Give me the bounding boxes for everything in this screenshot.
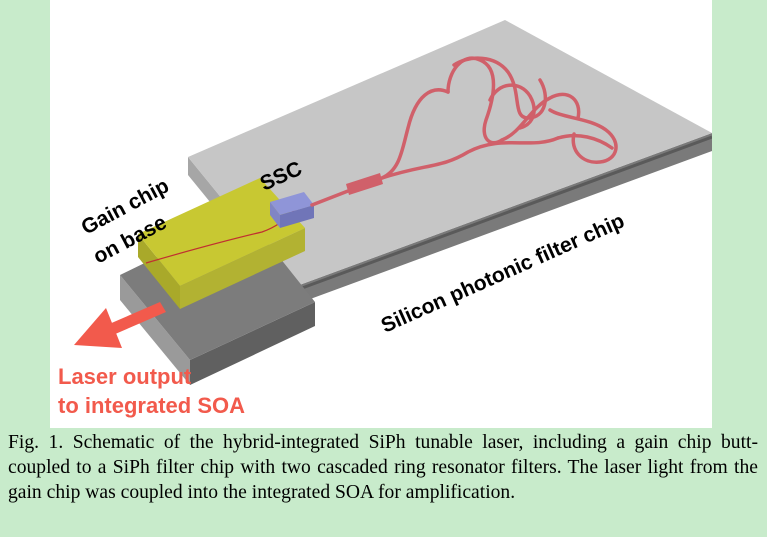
ssc-block: [270, 192, 314, 228]
laser-schematic: Gain chip on base SSC Silicon photonic f…: [58, 20, 712, 418]
ring-filter-1-loop-b: [452, 56, 548, 120]
ring-filter-2-loop-a: [488, 83, 536, 130]
arrow-head: [74, 308, 122, 348]
base-left-face: [120, 275, 190, 385]
output-arrow: [74, 302, 166, 348]
label-output-line1: Laser output: [58, 364, 192, 389]
filter-chip-top: [188, 20, 712, 287]
waveguide-upper-branch: [380, 88, 450, 180]
arrow-shaft: [100, 302, 166, 338]
ring-filter-1-loop-a: [446, 56, 504, 145]
waveguide-output: [556, 133, 614, 150]
ring-filter-1-drop: [500, 92, 581, 142]
gain-chip-top: [138, 178, 305, 286]
gain-chip-front-face: [180, 228, 305, 309]
waveguide-lower-branch: [380, 136, 560, 180]
figure-caption: Fig. 1. Schematic of the hybrid-integrat…: [8, 432, 758, 503]
waveguide-input: [310, 189, 350, 207]
ssc-top: [270, 192, 314, 215]
base-front-face: [190, 302, 315, 385]
filter-chip-layer-line: [293, 135, 712, 293]
label-output-line2: to integrated SOA: [58, 393, 245, 418]
ssc-front: [280, 205, 314, 228]
ring-filter-2-loop-b: [548, 108, 618, 164]
figure-panel: Gain chip on base SSC Silicon photonic f…: [50, 0, 712, 428]
taper-section: [346, 173, 383, 195]
ssc-side: [270, 202, 280, 228]
filter-waveguides: [310, 56, 618, 207]
gain-chip-left-face: [138, 234, 180, 309]
